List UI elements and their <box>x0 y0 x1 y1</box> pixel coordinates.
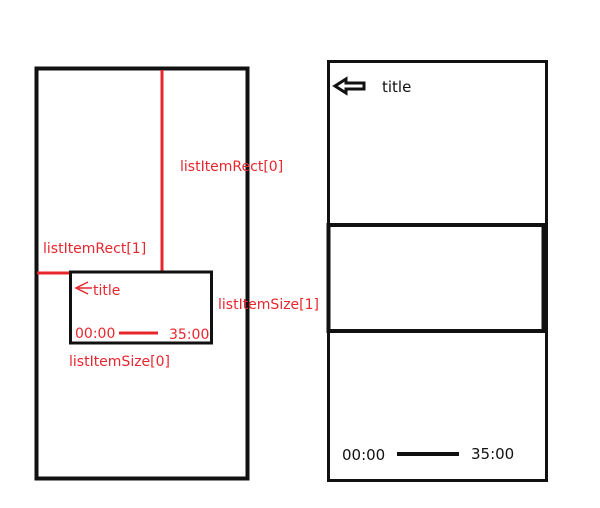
mini-end-time: 35:00 <box>169 327 209 343</box>
right-title: title <box>382 78 411 96</box>
mini-list-item-box <box>69 270 213 345</box>
mini-back-arrow-icon <box>74 281 92 295</box>
left-screen-outline <box>34 66 250 481</box>
list-item-region <box>326 223 546 333</box>
mini-item-title: title <box>93 283 120 299</box>
right-end-time: 35:00 <box>471 445 514 463</box>
list-item-size-0-label: listItemSize[0] <box>69 354 170 370</box>
back-arrow-icon[interactable] <box>332 76 366 96</box>
right-screen-outline <box>327 60 548 482</box>
right-start-time: 00:00 <box>342 446 385 464</box>
mini-start-time: 00:00 <box>75 326 115 342</box>
list-item-rect-1-label: listItemRect[1] <box>43 241 146 257</box>
list-item-size-1-label: listItemSize[1] <box>218 297 319 313</box>
list-item-rect-0-label: listItemRect[0] <box>180 159 283 175</box>
